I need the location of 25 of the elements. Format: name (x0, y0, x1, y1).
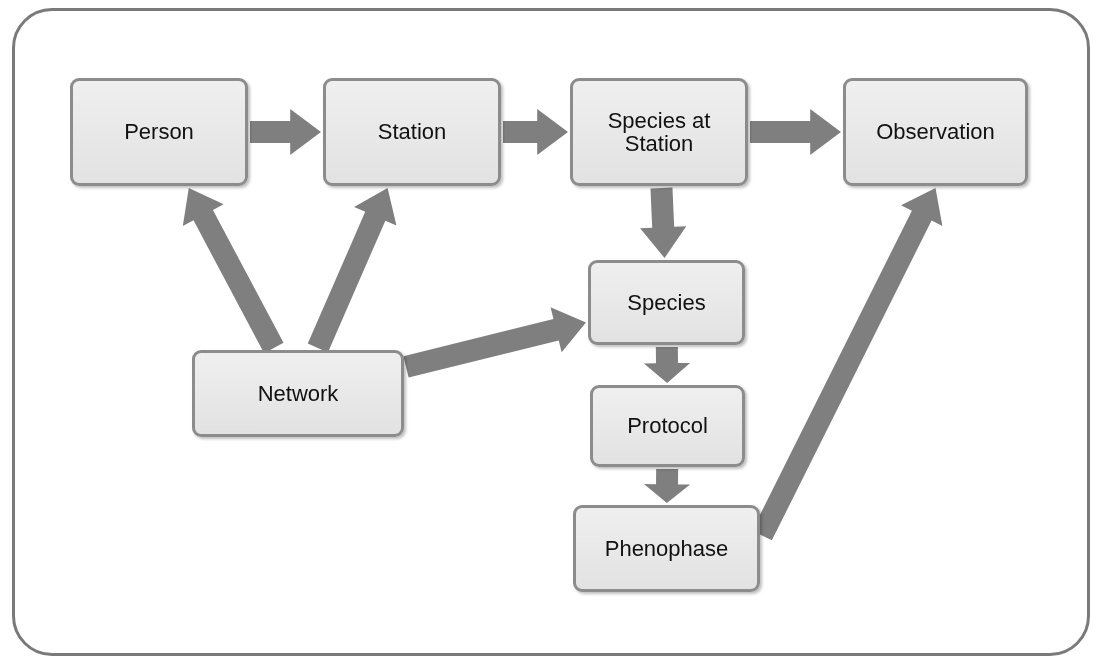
node-label: Protocol (626, 414, 709, 438)
block-arrow (307, 188, 397, 353)
block-arrow (640, 187, 687, 258)
process-box (573, 505, 760, 592)
node-label: Observation (875, 120, 996, 144)
process-box (323, 78, 501, 186)
process-box (570, 78, 748, 186)
node-label: Person (123, 120, 195, 144)
block-arrow (503, 108, 568, 156)
process-box (588, 260, 745, 345)
block-arrow (403, 307, 586, 378)
block-arrow (750, 108, 841, 156)
node-label: Phenophase (603, 536, 730, 561)
process-box (590, 385, 745, 467)
node-label: Species at Station (606, 108, 712, 156)
block-arrow (643, 468, 691, 503)
process-box (843, 78, 1028, 186)
node-label: Network (256, 381, 340, 406)
node-label: Station (376, 120, 448, 144)
process-box (192, 350, 404, 437)
block-arrow (250, 108, 321, 156)
node-label: Species (626, 290, 707, 315)
block-arrow (643, 346, 691, 383)
process-box (70, 78, 248, 186)
container-panel (12, 8, 1090, 656)
